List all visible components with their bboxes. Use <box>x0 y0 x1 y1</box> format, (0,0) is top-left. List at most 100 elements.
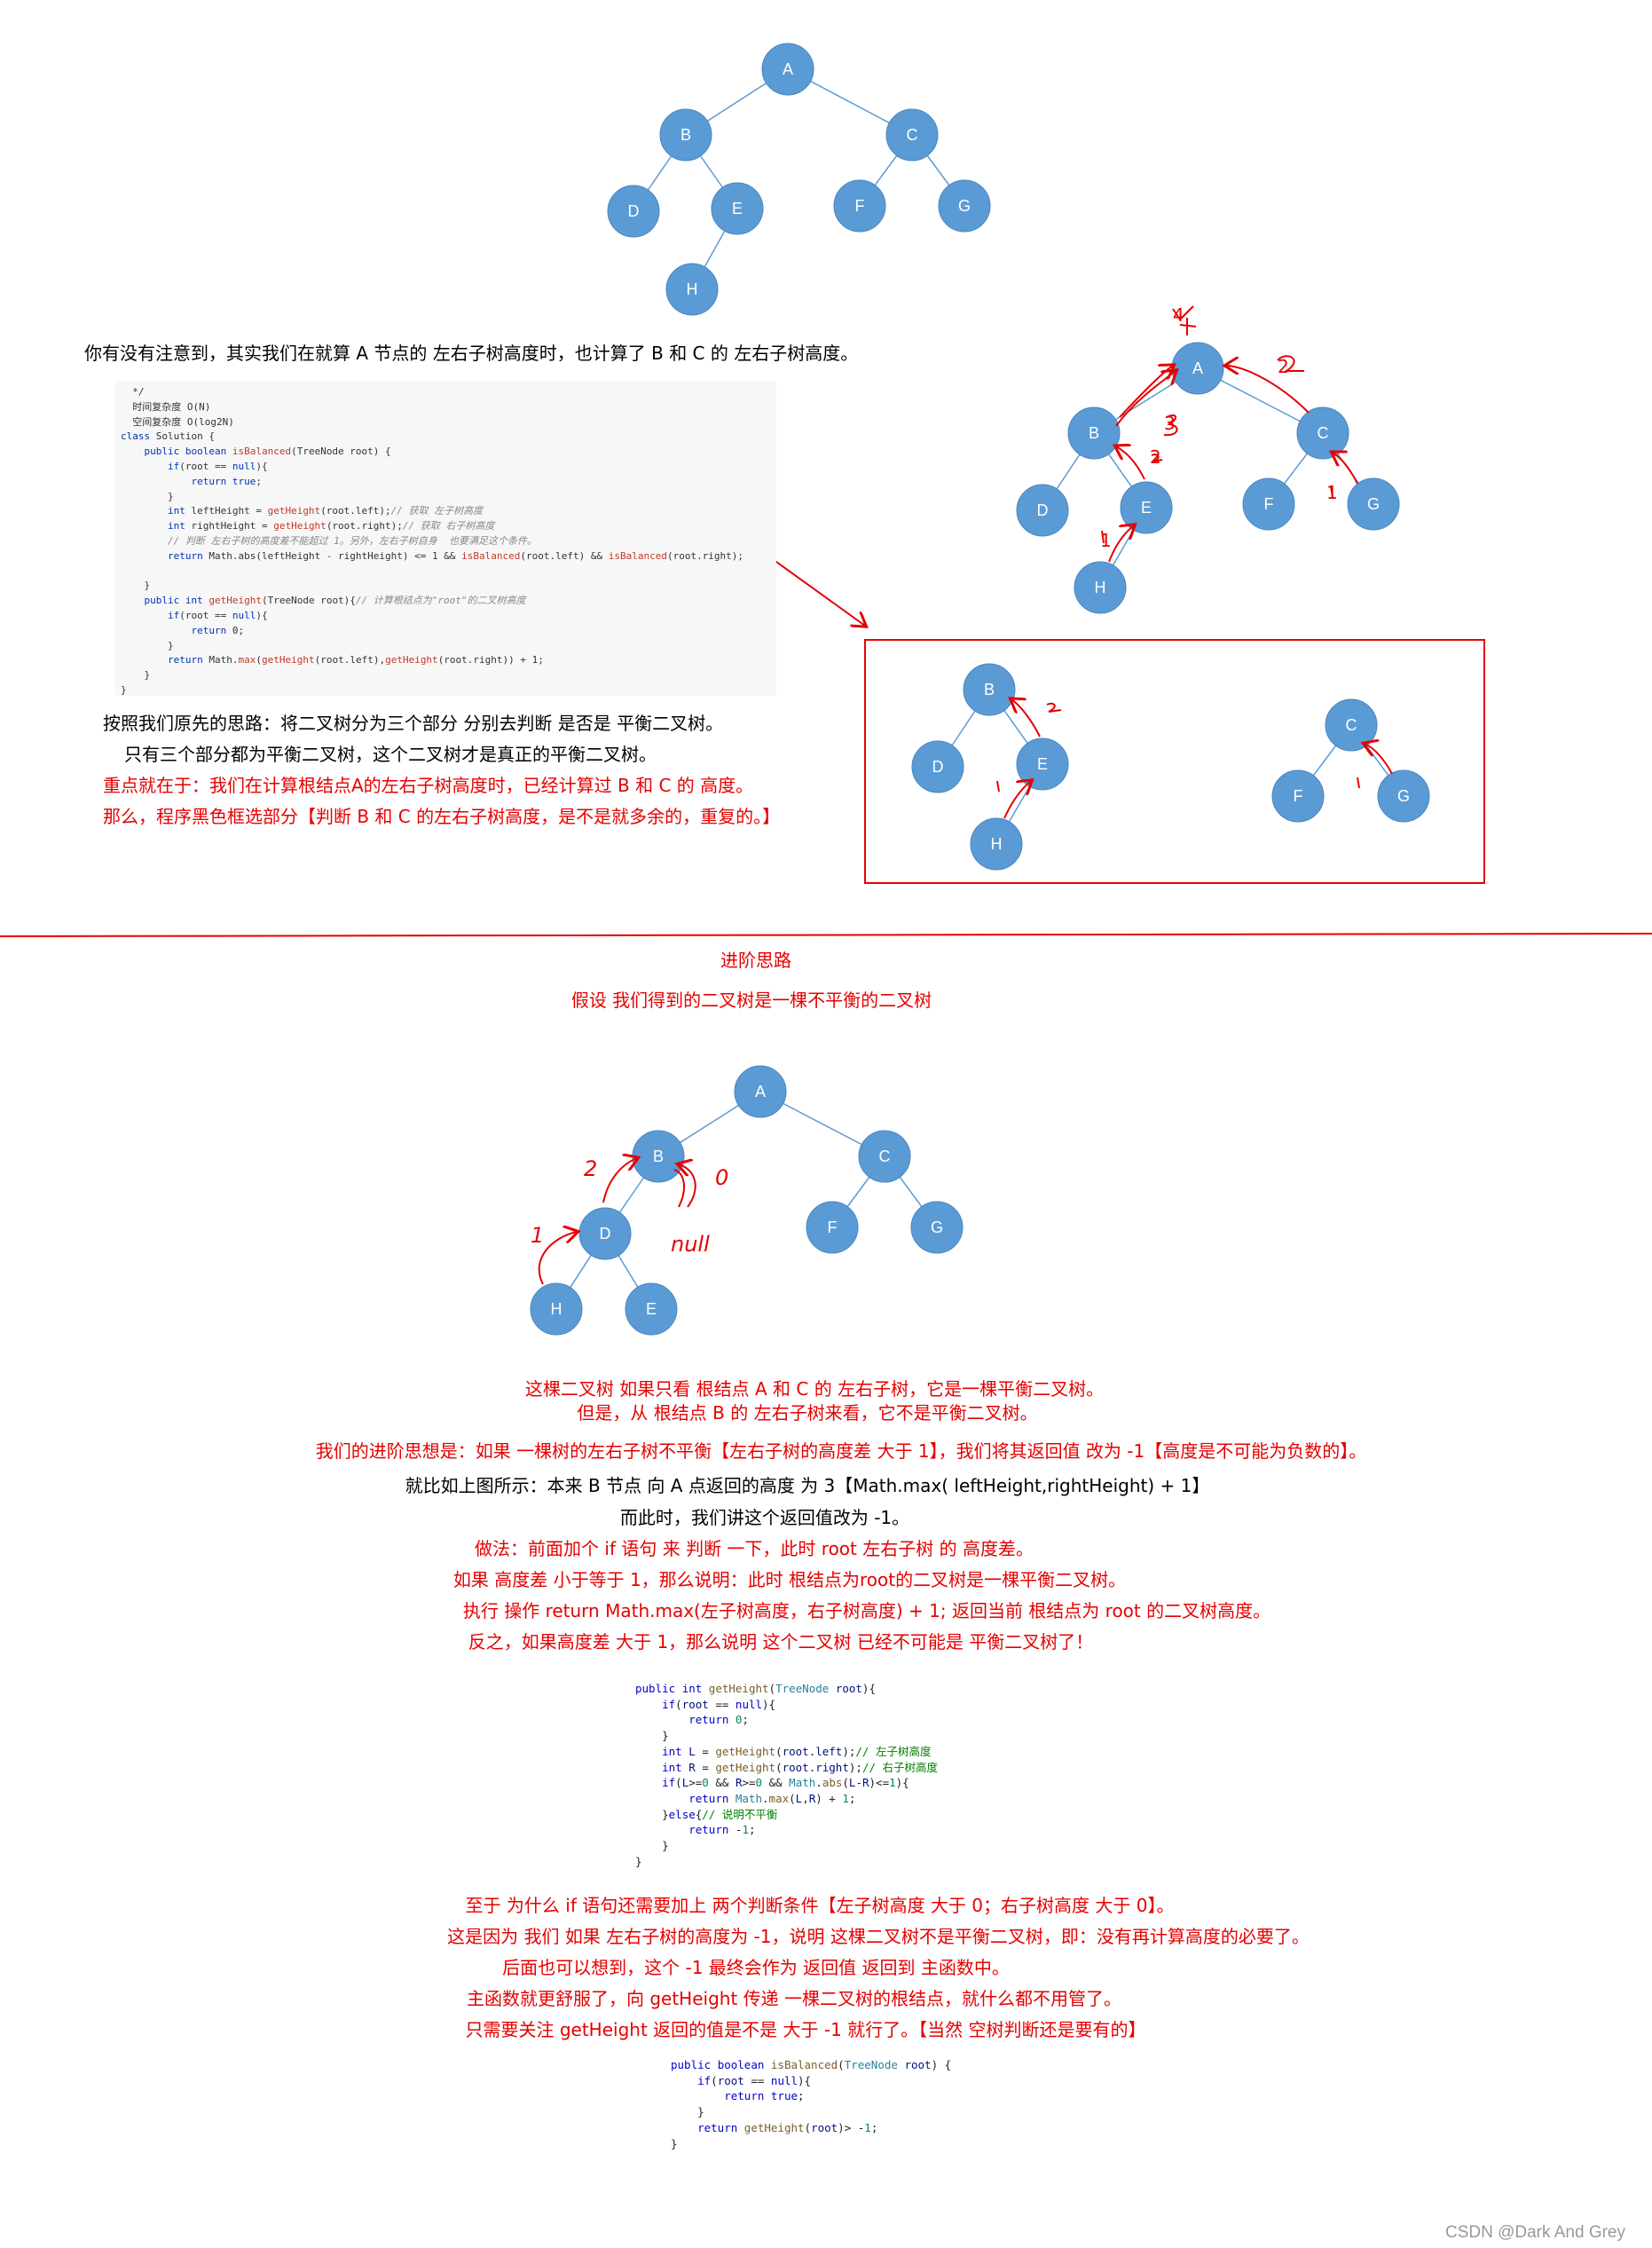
tree1-label-B: B <box>680 126 691 144</box>
tree1-label-C: C <box>907 126 918 144</box>
svg-text:D: D <box>600 1225 611 1242</box>
box-node-E <box>1016 738 1069 791</box>
tree3-node-G <box>910 1201 964 1254</box>
tree1-label-H: H <box>687 280 698 298</box>
tree1-node-G <box>938 179 991 233</box>
tree1-label-F: F <box>855 197 865 215</box>
tree1-node-C <box>885 108 939 162</box>
svg-text:C: C <box>1318 424 1329 442</box>
advanced-assumption: 假设 我们得到的二叉树是一棵不平衡的二叉树 <box>570 990 932 1011</box>
code-block-3: public boolean isBalanced(TreeNode root)… <box>671 2057 1079 2159</box>
tree1-node-E <box>711 182 764 235</box>
svg-text:E: E <box>1141 499 1152 517</box>
reason-2: 这是因为 我们 如果 左右子树的高度为 -1，说明 这棵二叉树不是平衡二叉树，即… <box>447 1926 1310 1947</box>
tree1-node-D <box>607 185 660 238</box>
reason-1: 至于 为什么 if 语句还需要加上 两个判断条件【左子树高度 大于 0；右子树高… <box>465 1895 1175 1916</box>
svg-text:C: C <box>879 1148 891 1165</box>
pointer-arrow <box>769 556 865 626</box>
tree1-label-G: G <box>958 197 971 215</box>
svg-text:H: H <box>991 835 1003 853</box>
tree1-label-D: D <box>628 202 640 220</box>
idea-line-2: 只有三个部分都为平衡二叉树，这个二叉树才是真正的平衡二叉树。 <box>124 744 657 765</box>
subtree-box <box>864 639 1485 884</box>
code-block-1: */ 时间复杂度 O(N) 空间复杂度 O(log2N) class Solut… <box>115 382 776 696</box>
tree2-node-B <box>1067 406 1121 460</box>
svg-text:B: B <box>1089 424 1099 442</box>
tree-1-nodes <box>607 43 991 316</box>
tree3-anno-1: 1 <box>531 1223 544 1248</box>
para-4: 就比如上图所示：本来 B 节点 向 A 点返回的高度 为 3【Math.max(… <box>405 1475 1210 1496</box>
svg-text:C: C <box>1346 716 1357 734</box>
svg-text:G: G <box>931 1219 943 1236</box>
tree1-node-F <box>833 179 886 233</box>
box-node-D <box>911 740 964 793</box>
tree2-anno-3: 3 <box>1164 413 1176 434</box>
tree3-node-C <box>858 1130 911 1183</box>
para-1: 这棵二叉树 如果只看 根结点 A 和 C 的 左右子树，它是一棵平衡二叉树。 <box>524 1378 1105 1400</box>
footer-credit: CSDN @Dark And Grey <box>1444 2223 1625 2242</box>
svg-text:H: H <box>1095 579 1106 596</box>
idea-line-1: 按照我们原先的思路：将二叉树分为三个部分 分别去判断 是否是 平衡二叉树。 <box>103 713 724 734</box>
tree3-anno-2: 2 <box>584 1156 597 1181</box>
tree1-node-A <box>761 43 814 96</box>
svg-text:F: F <box>1264 495 1274 513</box>
tree3-node-F <box>806 1201 859 1254</box>
tree2-anno-2a: 2 <box>1278 356 1289 377</box>
tree2-annotations <box>1101 305 1358 563</box>
svg-text:B: B <box>984 681 995 698</box>
svg-text:A: A <box>755 1083 766 1100</box>
svg-text:D: D <box>1037 501 1049 519</box>
tree2-node-E <box>1120 481 1173 534</box>
tree2-node-F <box>1242 477 1295 531</box>
svg-text:F: F <box>1294 787 1303 805</box>
box-node-H <box>970 817 1023 871</box>
reason-4: 主函数就更舒服了，向 getHeight 传递 一棵二叉树的根结点，就什么都不用… <box>466 1988 1122 2009</box>
tree2-anno-1a: 1 <box>1100 530 1112 551</box>
advanced-title: 进阶思路 <box>720 950 791 971</box>
tree1-label-A: A <box>783 60 793 78</box>
tree3-node-E <box>625 1282 678 1336</box>
svg-text:D: D <box>932 758 944 776</box>
svg-text:E: E <box>1037 755 1048 773</box>
box-node-G <box>1377 769 1430 823</box>
tree2-anno-4: 4 <box>1173 304 1184 326</box>
box-node-B <box>963 663 1016 716</box>
tree1-node-H <box>665 263 719 316</box>
reason-3: 后面也可以想到，这个 -1 最终会作为 返回值 返回到 主函数中。 <box>502 1957 1010 1978</box>
section-divider <box>0 933 1652 937</box>
key-line-2: 那么，程序黑色框选部分【判断 B 和 C 的左右子树高度，是不是就多余的，重复的… <box>103 806 781 827</box>
svg-text:G: G <box>1367 495 1380 513</box>
tree-2 <box>1042 367 1374 588</box>
note-text: 你有没有注意到，其实我们在就算 A 节点的 左右子树高度时，也计算了 B 和 C… <box>84 343 859 364</box>
tree3-node-H <box>530 1282 583 1336</box>
reason-5: 只需要关注 getHeight 返回的值是不是 大于 -1 就行了。【当然 空树… <box>465 2019 1146 2040</box>
tree2-anno-1b: 1 <box>1326 482 1338 503</box>
para-7: 如果 高度差 小于等于 1，那么说明：此时 根结点为root的二叉树是一棵平衡二… <box>452 1569 1127 1590</box>
svg-text:H: H <box>551 1300 562 1318</box>
tree2-anno-2b: 2 <box>1150 446 1161 468</box>
box-node-F <box>1271 769 1325 823</box>
tree-1 <box>633 68 965 290</box>
para-8: 执行 操作 return Math.max(左子树高度，右子树高度) + 1; … <box>462 1600 1271 1621</box>
code-block-2: public int getHeight(TreeNode root){ if(… <box>635 1681 999 1874</box>
tree3-node-A <box>734 1065 787 1118</box>
tree2-node-H <box>1074 561 1127 614</box>
svg-text:A: A <box>1192 359 1203 377</box>
svg-text:E: E <box>646 1300 657 1318</box>
para-9: 反之，如果高度差 大于 1，那么说明 这个二叉树 已经不可能是 平衡二叉树了！ <box>468 1631 1094 1652</box>
svg-text:B: B <box>653 1148 664 1165</box>
para-6: 做法：前面加个 if 语句 来 判断 一下，此时 root 左右子树 的 高度差… <box>475 1538 1034 1559</box>
box-node-C <box>1325 698 1378 752</box>
svg-text:F: F <box>828 1219 838 1236</box>
tree3-anno-null: null <box>671 1232 710 1257</box>
para-3: 我们的进阶思想是：如果 一棵树的左右子树不平衡【左右子树的高度差 大于 1】，我… <box>315 1440 1367 1462</box>
tree2-node-D <box>1016 484 1069 537</box>
key-line-1: 重点就在于：我们在计算根结点A的左右子树高度时，已经计算过 B 和 C 的 高度… <box>103 775 754 796</box>
para-2: 但是，从 根结点 B 的 左右子树来看，它不是平衡二叉树。 <box>577 1402 1038 1424</box>
tree1-node-B <box>659 108 712 162</box>
tree1-label-E: E <box>732 200 743 217</box>
tree2-node-G <box>1347 477 1400 531</box>
tree2-node-C <box>1296 406 1349 460</box>
tree3-anno-0: 0 <box>715 1165 728 1190</box>
